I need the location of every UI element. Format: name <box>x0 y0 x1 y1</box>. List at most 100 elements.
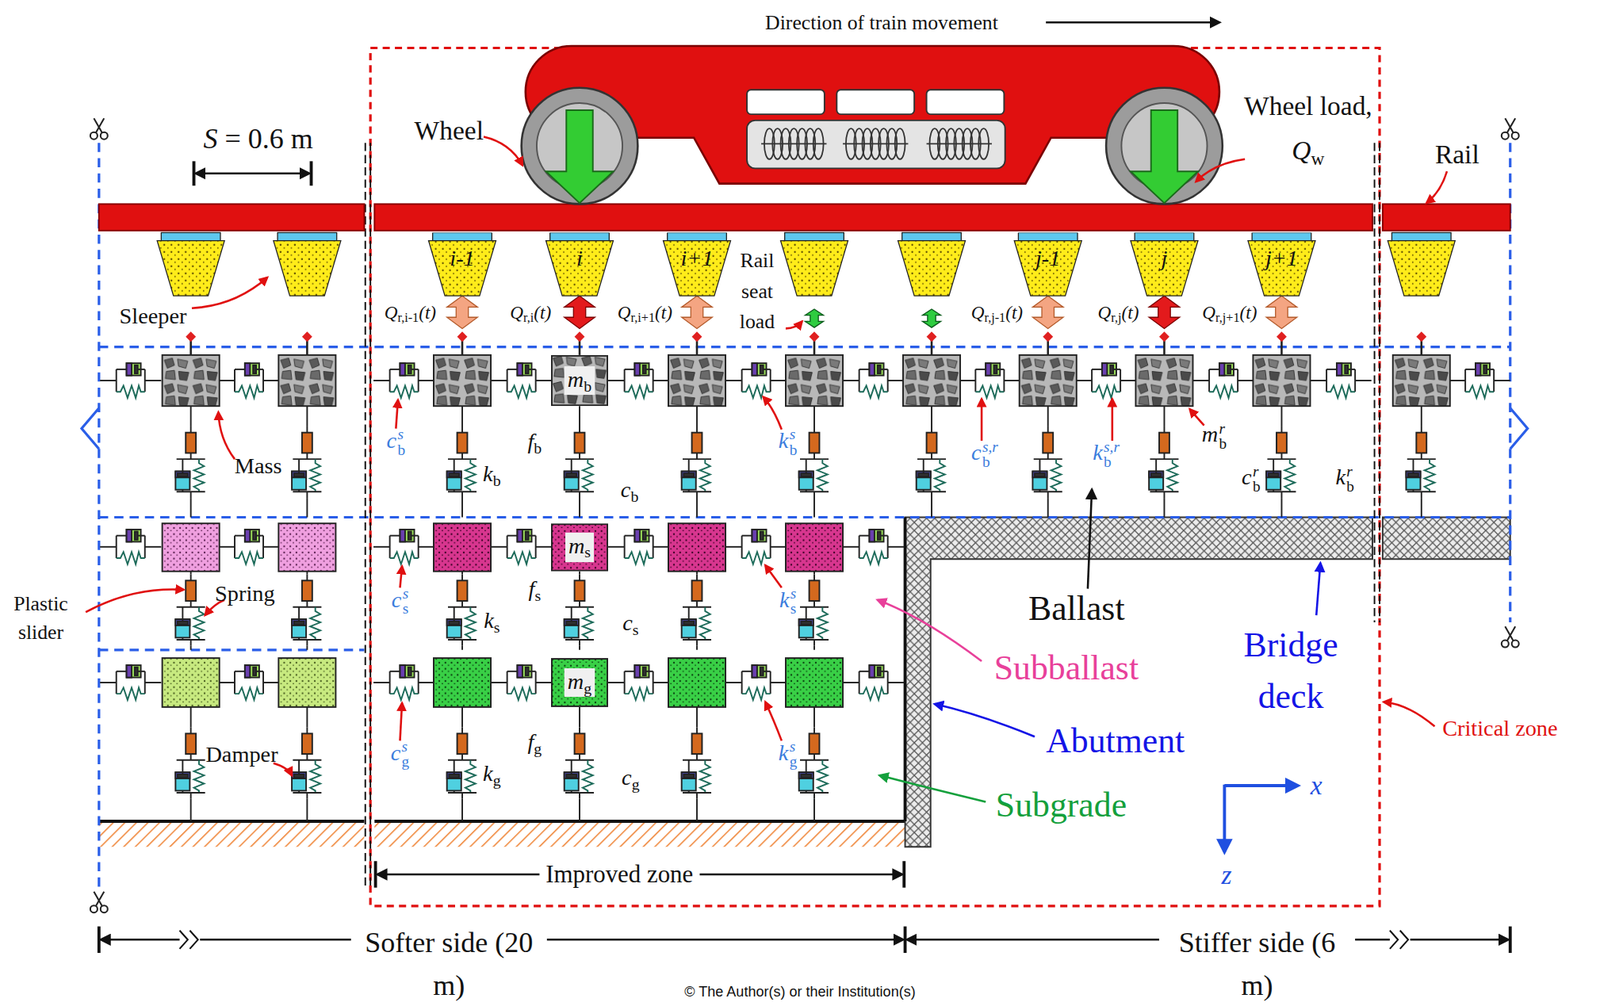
boundary-lines <box>90 118 108 139</box>
load-symbol: Qr,i+1(t) <box>617 302 673 327</box>
vertical-units <box>681 707 712 822</box>
dimension-lines <box>1045 21 1220 24</box>
parameter-symbol: ks <box>483 607 500 637</box>
rail-seat-arrows <box>564 295 596 329</box>
text-part: r,j <box>1110 310 1122 326</box>
train <box>836 89 915 115</box>
text-part: g <box>401 754 410 771</box>
text-part: z <box>1221 860 1232 890</box>
ground-hatch <box>374 821 905 847</box>
sleepers <box>780 232 849 296</box>
vertical-units <box>291 571 322 651</box>
vertical-units <box>175 405 205 517</box>
text-part: s <box>790 601 797 618</box>
dimension-lines <box>97 926 101 954</box>
load-label: Rail seat load <box>731 244 783 337</box>
stems <box>926 331 938 356</box>
text-part: r,j+1 <box>1215 310 1241 326</box>
parameter-symbol: kbs <box>778 427 797 459</box>
train <box>521 88 639 205</box>
horizontal-units <box>218 665 280 701</box>
rail <box>99 203 1511 230</box>
horizontal-units <box>99 529 161 565</box>
dimension-lines <box>310 160 314 186</box>
dimension-lines <box>195 172 310 176</box>
horizontal-units <box>608 529 670 565</box>
text-part: c <box>390 739 402 766</box>
sleepers <box>156 232 1455 296</box>
leader-lines <box>877 600 982 662</box>
horizontal-units <box>725 363 787 399</box>
vertical-units <box>681 571 712 651</box>
train <box>842 128 908 160</box>
text-part: f <box>528 575 536 601</box>
sleepers <box>156 232 225 296</box>
abutment-deck <box>903 517 908 823</box>
vertical-units <box>564 405 594 517</box>
sleeper-body <box>546 241 614 296</box>
boundary-lines <box>97 142 100 889</box>
text-part: Q <box>1291 135 1311 165</box>
text-part: k <box>483 607 494 633</box>
text-part: ss <box>790 586 797 618</box>
dimension-label: Softer side (20 m) <box>351 921 548 1006</box>
boundary-lines <box>81 408 100 449</box>
horizontal-units <box>842 529 904 565</box>
leader-lines <box>1195 159 1245 182</box>
masses <box>278 658 336 708</box>
horizontal-units <box>218 529 280 565</box>
parameter-symbol: fg <box>527 728 542 758</box>
mass-symbol: ms <box>565 532 594 562</box>
leader-lines <box>1316 562 1321 616</box>
part-label: Spring <box>214 580 276 608</box>
text-part: (t) <box>533 302 552 323</box>
text-part: c <box>391 586 402 613</box>
masses <box>785 658 843 708</box>
horizontal-units <box>1075 363 1137 399</box>
text-part: x <box>1310 770 1323 800</box>
text-part: s <box>789 739 798 756</box>
vertical-units <box>175 707 205 822</box>
axis-label: x <box>1310 769 1323 802</box>
leader-lines <box>1087 489 1092 590</box>
horizontal-units <box>608 363 670 399</box>
text-part: s,r <box>1103 439 1120 456</box>
direction-label: Direction of train movement <box>765 10 999 35</box>
text-part: bs <box>789 427 798 459</box>
leader-lines <box>395 400 399 429</box>
masses <box>278 523 336 571</box>
train <box>546 110 614 203</box>
text-part: b <box>1252 479 1261 496</box>
load-symbol: Qr,j(t) <box>1098 302 1140 327</box>
masses <box>433 523 491 571</box>
stems <box>574 331 586 356</box>
vertical-units <box>447 707 477 822</box>
text-part: b <box>630 487 639 506</box>
train <box>746 89 825 115</box>
text-part: s <box>493 618 501 636</box>
leader-lines <box>879 775 986 802</box>
masses <box>278 355 336 406</box>
train <box>926 89 1005 115</box>
text-part: ss <box>402 586 410 618</box>
dimension-lines <box>199 938 904 942</box>
sleeper-body <box>1130 241 1199 296</box>
layer-label: Ballast <box>1028 588 1126 631</box>
parameter-symbol: kbr <box>1335 463 1355 495</box>
vertical-units <box>1266 405 1296 517</box>
text-part: Q <box>971 302 985 323</box>
leader-lines <box>763 397 782 430</box>
load-symbol: Qr,j+1(t) <box>1201 302 1257 327</box>
horizontal-units <box>373 363 435 399</box>
leader-lines <box>765 701 782 741</box>
text-part: Q <box>1201 302 1216 323</box>
text-part: w <box>1311 148 1325 169</box>
dimension-label: S = 0.6 m <box>202 121 313 156</box>
boundary-lines <box>1378 142 1381 623</box>
horizontal-units <box>490 665 552 701</box>
vertical-units <box>564 571 594 651</box>
masses <box>668 658 726 708</box>
boundary-lines <box>99 648 365 651</box>
vertical-units <box>291 405 322 517</box>
